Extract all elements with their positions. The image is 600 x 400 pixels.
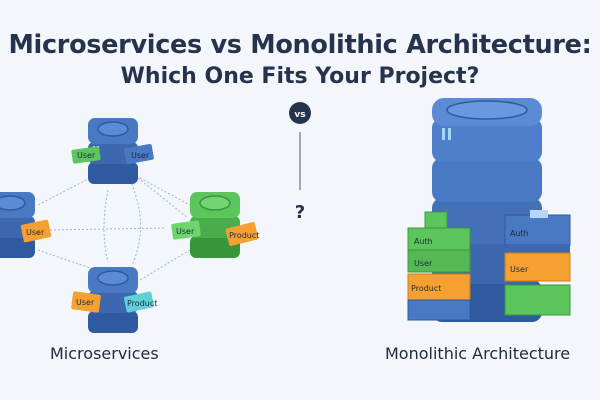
server-bottom: User Product: [71, 266, 157, 334]
monolith-label: Monolithic Architecture: [385, 344, 571, 363]
server-top: User User: [71, 117, 154, 185]
service-connections: [37, 177, 191, 281]
question-mark: ?: [295, 202, 305, 223]
svg-text:User: User: [131, 151, 150, 160]
svg-text:User: User: [26, 228, 45, 237]
svg-text:Product: Product: [411, 284, 441, 293]
svg-text:Auth: Auth: [510, 229, 529, 238]
microservices-label: Microservices: [50, 344, 159, 363]
server-right: User Product: [171, 191, 259, 259]
svg-text:Product: Product: [127, 299, 157, 308]
svg-text:Product: Product: [229, 231, 259, 240]
server-left: User: [0, 191, 52, 259]
svg-text:User: User: [176, 227, 195, 236]
monolith-right-modules: Auth User: [504, 210, 571, 316]
vs-badge: [289, 102, 311, 124]
svg-text:User: User: [76, 298, 95, 307]
title-line-2: Which One Fits Your Project?: [120, 64, 480, 89]
svg-text:Auth: Auth: [414, 237, 433, 246]
title-line-1: Microservices vs Monolithic Architecture…: [8, 30, 592, 60]
svg-text:User: User: [414, 259, 433, 268]
svg-text:User: User: [510, 265, 529, 274]
monolith-left-modules: Auth User Product: [407, 211, 471, 321]
svg-text:User: User: [77, 151, 96, 160]
svg-text:vs: vs: [294, 110, 305, 120]
